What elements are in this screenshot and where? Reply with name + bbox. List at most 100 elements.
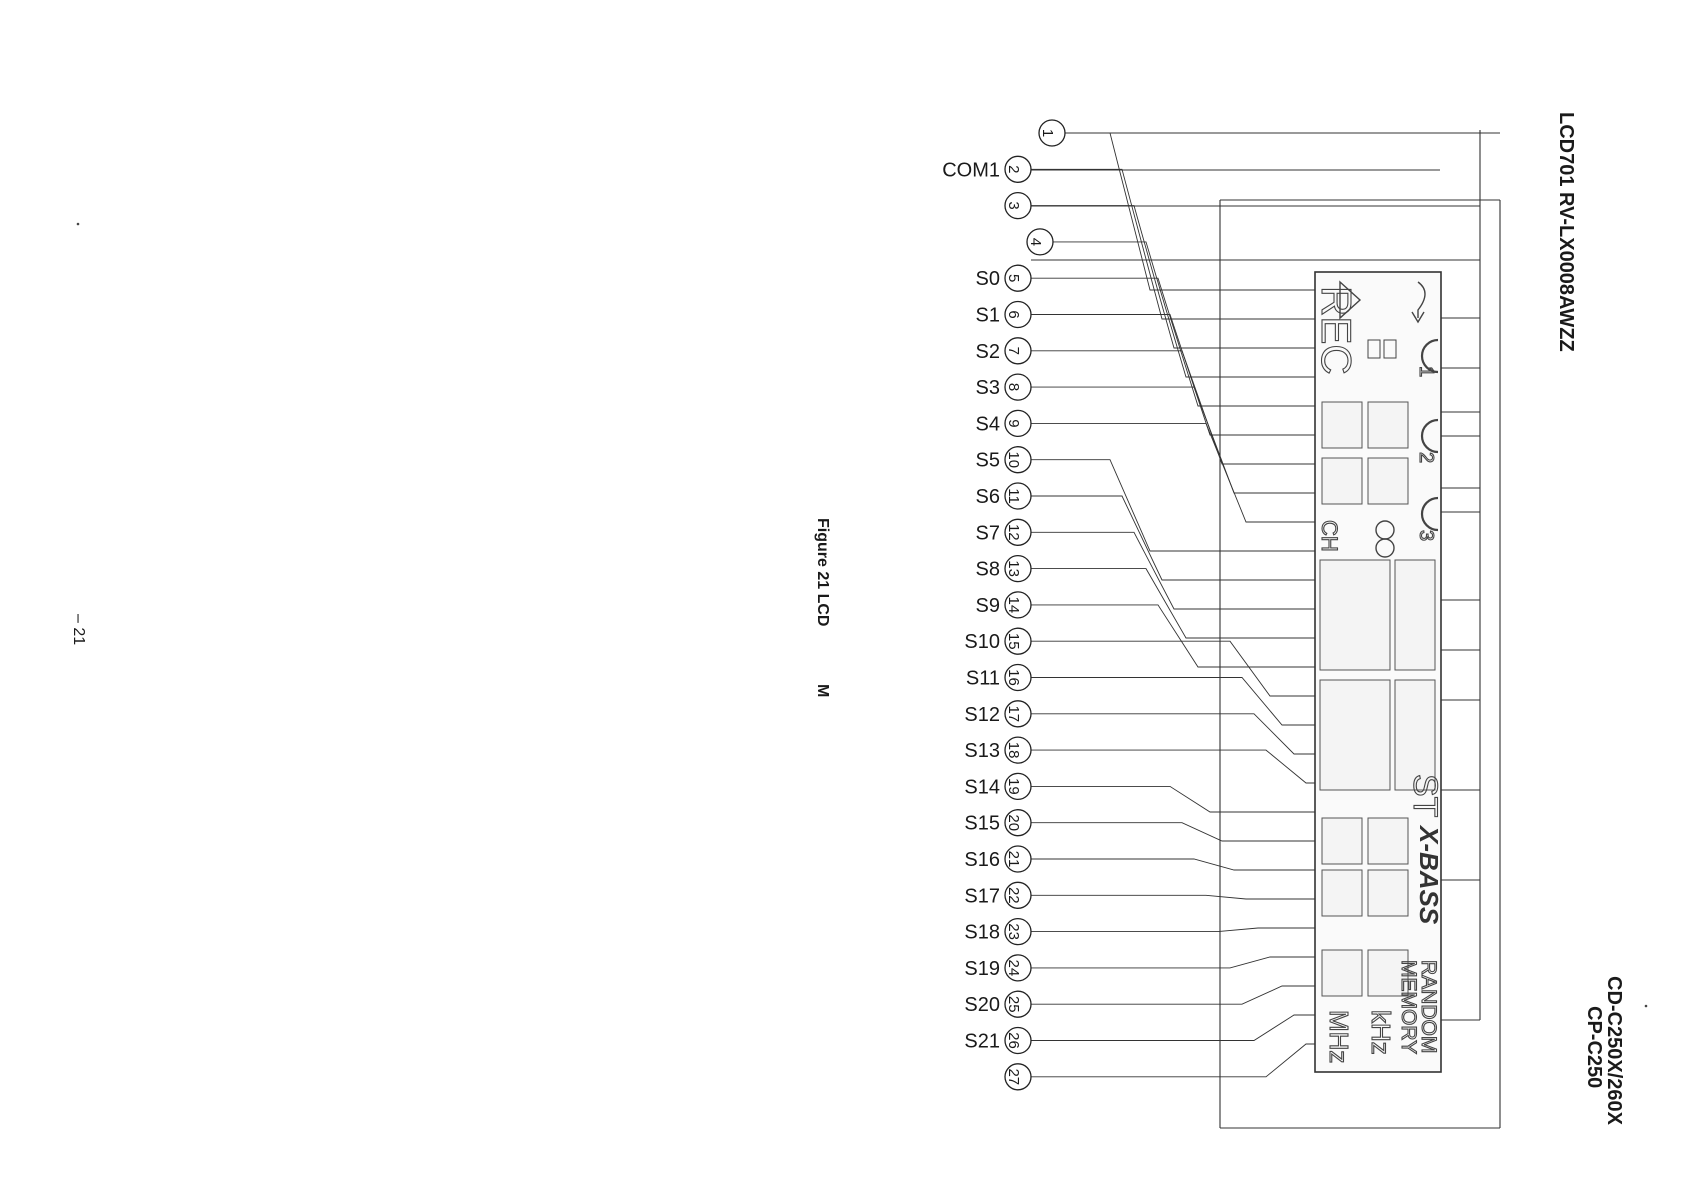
pin-number: 8	[1005, 383, 1022, 391]
pin-23: 23 S18	[964, 919, 1031, 945]
wire-pin-1	[1065, 133, 1318, 290]
pin-number: 6	[1005, 310, 1022, 318]
wire-pin-15	[1031, 641, 1318, 696]
pin-2: 2 COM1	[942, 156, 1031, 182]
wire-pin-22	[1031, 895, 1318, 899]
pin-9: 9S4	[976, 410, 1031, 436]
pin-18: 18 S13	[964, 737, 1031, 763]
wire-pin-23	[1031, 928, 1318, 932]
pin-number: 22	[1005, 887, 1022, 904]
repeat-c1-num: 1	[1415, 366, 1437, 377]
speck	[77, 223, 80, 226]
pin-number: 19	[1005, 778, 1022, 795]
pin-signal-label: S16	[964, 849, 1000, 871]
pin-number: 16	[1005, 669, 1022, 686]
pin-19: 19 S14	[964, 773, 1031, 799]
pin-signal-label: S3	[976, 377, 1000, 399]
wire-pin-6	[1031, 315, 1318, 436]
lcd-xbass-logo: X-BASS	[1414, 824, 1444, 925]
pin-signal-label: S9	[976, 595, 1000, 617]
pin-number: 4	[1027, 238, 1044, 246]
pin-4: 4	[1027, 229, 1053, 255]
pin-16: 16 S11	[966, 665, 1031, 691]
pin-signal-label: S7	[976, 522, 1000, 544]
pin-number: 11	[1005, 488, 1022, 504]
pin-signal-label: S1	[976, 305, 1000, 327]
big-digit-2	[1320, 680, 1390, 790]
pin-17: 17 S12	[964, 701, 1031, 727]
pin-signal-label: S19	[964, 958, 1000, 980]
pin-number: 26	[1005, 1032, 1022, 1049]
pin-signal-label: S21	[964, 1031, 1000, 1053]
pin-6: 6 S1	[976, 302, 1031, 328]
pin-10: 10S5	[976, 447, 1031, 473]
pin-number: 17	[1005, 705, 1022, 722]
wire-pin-13	[1031, 569, 1318, 638]
model-line-1: CD-C250X/260X	[1603, 976, 1625, 1126]
lcd-mhz-label: MHz	[1324, 1010, 1354, 1063]
wire-pin-10	[1031, 460, 1318, 551]
pin-signal-label: S13	[964, 740, 1000, 762]
pin-number: 27	[1005, 1068, 1022, 1085]
pin-15: 15 S10	[964, 628, 1031, 654]
pin-number: 12	[1005, 524, 1022, 541]
pin-21: 21 S16	[964, 846, 1031, 872]
pin-signal-label: S20	[964, 994, 1000, 1016]
pin-number: 2	[1005, 165, 1022, 173]
pin-13: 13 S8	[976, 556, 1031, 582]
pin-20: 20S15	[964, 810, 1031, 836]
pin-number: 15	[1005, 633, 1022, 650]
pin-number: 13	[1005, 560, 1022, 577]
repeat-c3-num: 3	[1415, 530, 1437, 541]
pin-3: 3	[1005, 193, 1031, 219]
pin-number: 21	[1005, 851, 1022, 868]
wire-pin-19	[1031, 786, 1318, 812]
pin-signal-label: S12	[964, 704, 1000, 726]
pin-signal-label: S18	[964, 922, 1000, 944]
big-digit-1	[1320, 560, 1390, 670]
wire-pin-24	[1031, 957, 1318, 968]
pin-26: 26 S21	[964, 1028, 1031, 1054]
lcd-digit-cell	[1322, 818, 1362, 864]
speck	[1645, 1005, 1648, 1008]
pin-number: 23	[1005, 923, 1022, 940]
pin-11: 11S6	[976, 483, 1031, 509]
model-line-2: CP-C250	[1583, 1006, 1605, 1088]
pin-number: 1	[1039, 129, 1056, 137]
pin-signal-label: S10	[964, 631, 1000, 653]
wire-pin-17	[1031, 714, 1318, 754]
lcd-st-label: ST	[1406, 774, 1444, 817]
pin-signal-label: COM1	[942, 159, 1000, 181]
wire-pin-27	[1031, 1044, 1318, 1077]
part-title: LCD701 RV-LX0008AWZZ	[1555, 112, 1577, 352]
pin-number: 24	[1005, 960, 1022, 977]
pin-5: 5S0	[976, 265, 1031, 291]
wire-pin-8	[1031, 387, 1318, 493]
wire-pin-26	[1031, 1015, 1318, 1041]
wire-pin-4	[1053, 242, 1318, 377]
lcd-digit-cell	[1368, 402, 1408, 448]
wire-pin-20	[1031, 823, 1318, 841]
repeat-c2-num: 2	[1415, 452, 1437, 463]
wire-pin-25	[1031, 986, 1318, 1004]
pin-signal-label: S11	[966, 668, 1000, 690]
pin-signal-label: S4	[976, 413, 1000, 435]
big-digit-1-side	[1395, 560, 1435, 670]
wire-pin-12	[1031, 532, 1318, 609]
pin-22: 22S17	[964, 882, 1031, 908]
wire-pin-7	[1031, 351, 1318, 464]
wire-pin-11	[1031, 496, 1318, 580]
wire-pin-2	[1031, 169, 1318, 319]
wire-pin-16	[1031, 678, 1318, 726]
wire-pin-21	[1031, 859, 1318, 870]
pin-24: 24 S19	[964, 955, 1031, 981]
lcd-digit-cell	[1368, 818, 1408, 864]
pin-signal-label: S8	[976, 559, 1000, 581]
pin-number: 7	[1005, 347, 1022, 355]
page-number: – 21	[70, 614, 87, 645]
pin-signal-label: S14	[964, 776, 1000, 798]
pin-number: 18	[1005, 742, 1022, 759]
pin-number: 3	[1005, 201, 1022, 209]
pin-27: 27	[1005, 1064, 1031, 1090]
